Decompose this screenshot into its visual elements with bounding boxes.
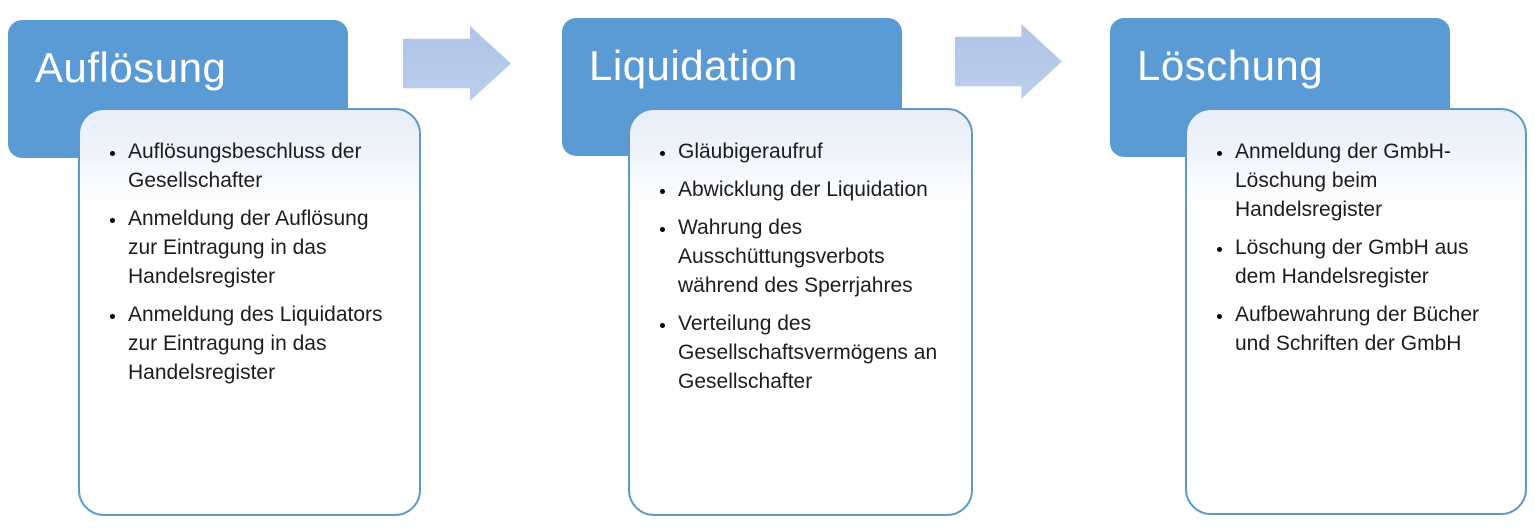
stage-item-list: Auflösungsbeschluss der GesellschafterAn… (80, 110, 419, 387)
stage-title: Auflösung (35, 44, 227, 91)
stage-item-list: GläubigeraufrufAbwicklung der Liquidatio… (630, 110, 971, 396)
stage-body-loeschung: Anmeldung der GmbH-Löschung beim Handels… (1185, 108, 1527, 515)
list-item: Anmeldung des Liquidators zur Eintragung… (127, 300, 403, 387)
right-arrow-icon (955, 24, 1062, 99)
stage-body-aufloesung: Auflösungsbeschluss der GesellschafterAn… (78, 108, 421, 516)
right-arrow-icon (403, 26, 511, 101)
list-item: Verteilung des Gesellschaftsvermögens an… (677, 309, 955, 396)
list-item: Anmeldung der GmbH-Löschung beim Handels… (1234, 137, 1509, 224)
stage-item-list: Anmeldung der GmbH-Löschung beim Handels… (1187, 110, 1525, 358)
list-item: Wahrung des Ausschüttungsverbots während… (677, 213, 955, 300)
list-item: Gläubigeraufruf (677, 137, 955, 166)
list-item: Abwicklung der Liquidation (677, 175, 955, 204)
list-item: Aufbewahrung der Bücher und Schriften de… (1234, 300, 1509, 358)
stage-title: Liquidation (589, 42, 798, 89)
stage-body-liquidation: GläubigeraufrufAbwicklung der Liquidatio… (628, 108, 973, 516)
list-item: Löschung der GmbH aus dem Handelsregiste… (1234, 233, 1509, 291)
list-item: Anmeldung der Auflösung zur Eintragung i… (127, 204, 403, 291)
list-item: Auflösungsbeschluss der Gesellschafter (127, 137, 403, 195)
stage-title: Löschung (1137, 42, 1324, 89)
